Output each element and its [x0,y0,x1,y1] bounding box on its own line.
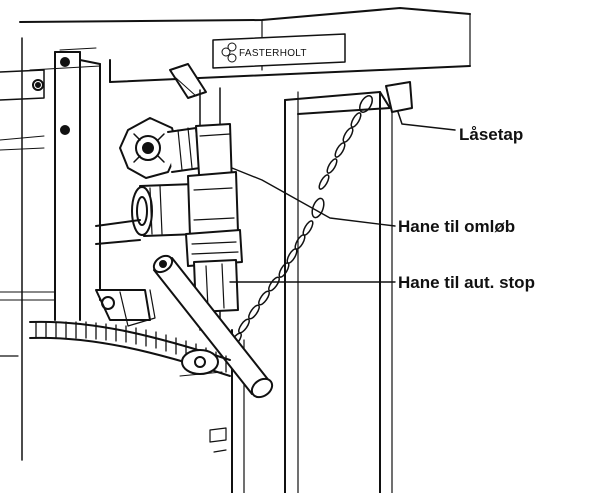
top-beam [19,7,471,99]
valve-assembly [95,117,243,313]
leader-lines [229,167,396,283]
brand-plate: FASTERHOLT [212,33,346,69]
flex-hose [29,320,231,377]
left-post [0,37,101,461]
label-locking-pin: Låsetap [459,125,524,144]
label-auto-stop-valve: Hane til aut. stop [398,273,535,292]
locking-pin [385,81,456,131]
mount-bracket [95,289,156,327]
label-bypass-valve: Hane til omløb [398,217,516,236]
lever-handle [152,254,274,399]
frame-details [0,355,227,453]
brand-text: FASTERHOLT [239,48,307,59]
